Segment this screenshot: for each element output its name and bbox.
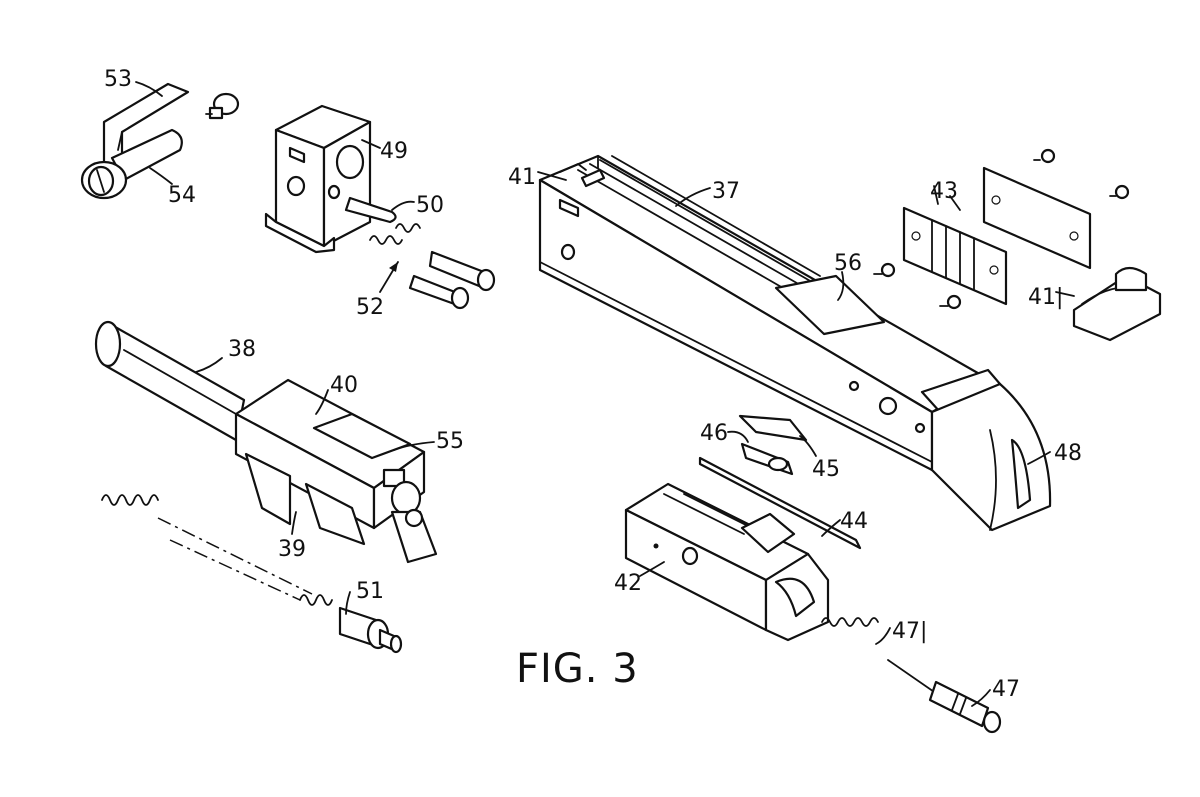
pin-part-47	[887, 659, 1002, 734]
rod-part-44	[698, 456, 862, 550]
label-40: 40	[330, 373, 358, 398]
label-37: 37	[712, 179, 740, 204]
label-45: 45	[812, 457, 840, 482]
screw-part	[205, 92, 240, 120]
barrel-end-part-48	[930, 382, 1052, 532]
label-54: 54	[168, 183, 196, 208]
bracket-part-46	[740, 442, 794, 476]
barrel-part-38	[94, 320, 246, 442]
label-42: 42	[614, 571, 642, 596]
label-41: 41	[508, 165, 536, 190]
label-38: 38	[228, 337, 256, 362]
label-43: 43	[930, 179, 958, 204]
plate-part-43-front	[902, 206, 1008, 306]
label-41-prime: 41|	[1028, 285, 1063, 310]
legs-part-39	[244, 452, 366, 546]
label-56: 56	[834, 251, 862, 276]
bar-part-45	[738, 414, 808, 442]
plate-part-43-back	[982, 166, 1092, 270]
label-48: 48	[1054, 441, 1082, 466]
label-52: 52	[356, 295, 384, 320]
springs-part-52	[369, 223, 421, 293]
label-53: 53	[104, 67, 132, 92]
label-39: 39	[278, 537, 306, 562]
figure-caption: FIG. 3	[516, 646, 639, 692]
pin-part-54	[80, 128, 183, 200]
pins-pair	[408, 250, 496, 310]
spring-part-47-prime	[821, 617, 879, 627]
label-47: 47	[992, 677, 1020, 702]
label-46: 46	[700, 421, 728, 446]
label-44: 44	[840, 509, 868, 534]
spring-part-51	[101, 494, 403, 654]
label-49: 49	[380, 139, 408, 164]
label-47-prime: 47|	[892, 619, 927, 644]
label-51: 51	[356, 579, 384, 604]
sight-part-41-prime	[1072, 266, 1162, 342]
small-screws	[873, 148, 1130, 310]
block-part-49	[264, 104, 372, 254]
rod-part-50	[344, 196, 397, 224]
receiver-part-42	[624, 482, 830, 642]
slide-part-40	[234, 378, 438, 564]
leader-lines	[135, 81, 1075, 707]
label-55: 55	[436, 429, 464, 454]
frame-part-37	[538, 154, 1002, 472]
label-50: 50	[416, 193, 444, 218]
